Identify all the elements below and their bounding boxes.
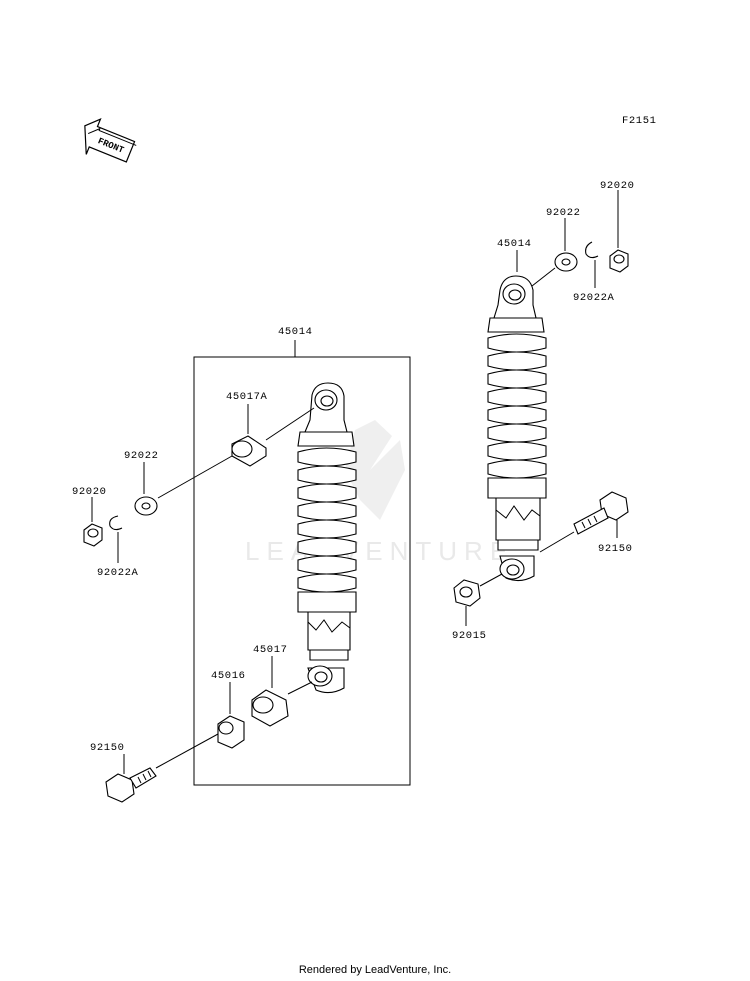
label-45017: 45017 (253, 644, 288, 656)
label-92015: 92015 (452, 630, 487, 642)
bolt-92150-left (105, 767, 157, 803)
label-45017A: 45017A (226, 391, 268, 403)
shock-absorber-left (297, 382, 357, 694)
collar-45016 (217, 715, 245, 749)
label-92022A-right: 92022A (573, 292, 615, 304)
footer-credit: Rendered by LeadVenture, Inc. (298, 964, 452, 976)
label-45014-assembly: 45014 (278, 326, 313, 338)
spring-coils-left (297, 447, 357, 593)
spring-coils-right (487, 333, 547, 479)
leader-line (531, 267, 556, 287)
label-92022-left: 92022 (124, 450, 159, 462)
clip-92022A-left (109, 515, 123, 531)
leader-line (539, 531, 575, 553)
leader-line (479, 573, 503, 587)
bushing-45017A (231, 435, 267, 467)
label-92150-left: 92150 (90, 742, 125, 754)
assembly-box (193, 356, 411, 786)
label-92022-right: 92022 (546, 207, 581, 219)
bushing-45017 (251, 689, 289, 727)
watermark: LEADVENTURE (245, 420, 514, 566)
nut-92020-right (609, 249, 629, 273)
watermark-text: LEADVENTURE (245, 536, 514, 566)
nut-92020-left (83, 523, 103, 547)
bolt-92150-right (573, 491, 629, 535)
washer-92022-left (134, 496, 158, 516)
label-45016: 45016 (211, 670, 246, 682)
front-arrow-icon: FRONT (84, 118, 137, 163)
label-92020-left: 92020 (72, 486, 107, 498)
shock-absorber-right (487, 275, 547, 582)
leader-line (157, 455, 233, 499)
washer-92022-right (554, 252, 578, 272)
leader-line (155, 733, 219, 769)
label-92150-right: 92150 (598, 543, 633, 555)
figure-code: F2151 (622, 115, 657, 127)
leader-line (287, 681, 313, 695)
clip-92022A-right (585, 241, 599, 259)
nut-92015 (453, 579, 481, 607)
label-92020-right: 92020 (600, 180, 635, 192)
leader-line (265, 407, 315, 441)
label-92022A-left: 92022A (97, 567, 139, 579)
label-45014-right: 45014 (497, 238, 532, 250)
